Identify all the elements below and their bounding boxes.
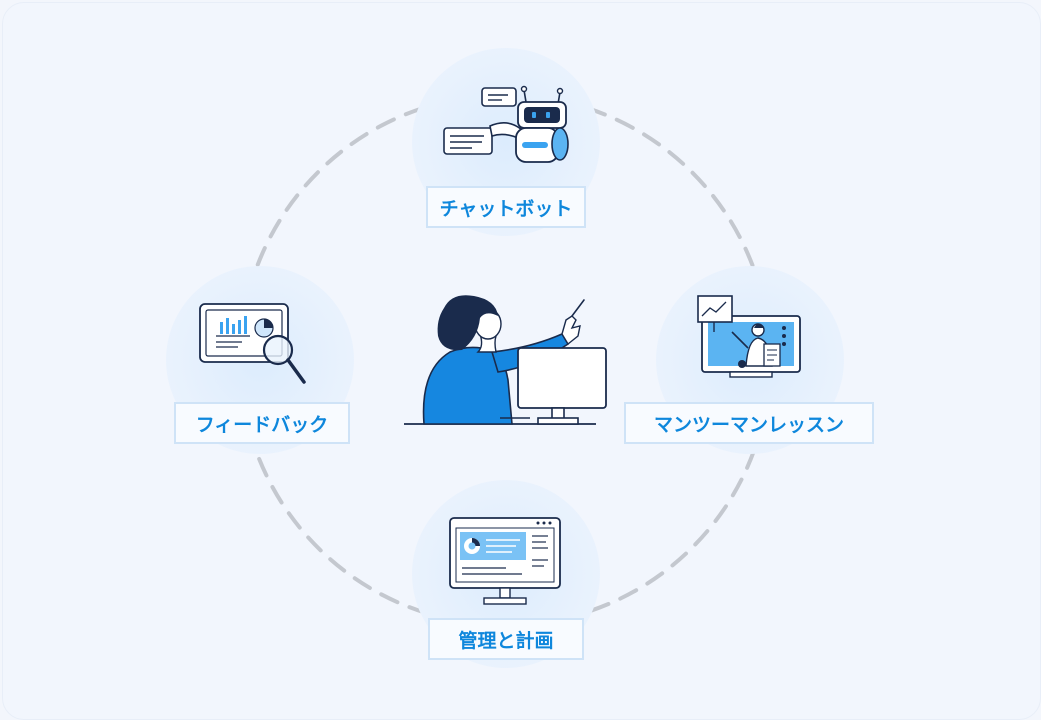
- management-label: 管理と計画: [428, 618, 584, 660]
- lesson-label: マンツーマンレッスン: [624, 402, 874, 444]
- person-at-computer-pointing-icon: [404, 295, 607, 425]
- chatbot-label: チャットボット: [426, 186, 586, 228]
- feedback-tablet-magnifier-icon: [199, 303, 306, 384]
- chatbot-robot-icon: [443, 85, 569, 163]
- one-on-one-lesson-monitor-icon: [697, 295, 801, 378]
- management-dashboard-monitor-icon: [449, 517, 561, 605]
- feedback-label: フィードバック: [174, 402, 350, 444]
